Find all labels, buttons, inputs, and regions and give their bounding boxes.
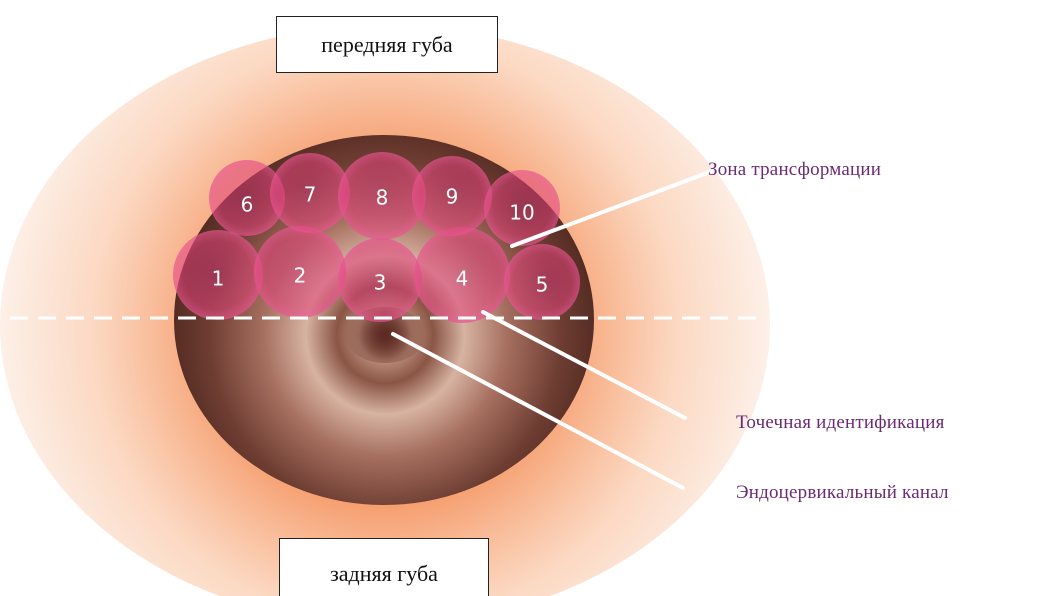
zone-number-3: 3 — [374, 271, 387, 295]
posterior-lip-label: задняя губа — [279, 538, 489, 596]
point-identification-label: Точечная идентификация — [736, 412, 945, 433]
zone-number-9: 9 — [446, 185, 459, 209]
zone-numbers: 1 2 3 4 5 6 7 8 9 10 — [212, 183, 549, 297]
leader-line-point-identification — [481, 310, 687, 420]
zone-circle-2 — [254, 226, 346, 318]
zone-circle-5 — [504, 244, 580, 320]
zone-number-1: 1 — [212, 267, 225, 291]
zone-circle-1 — [173, 230, 263, 320]
zone-number-7: 7 — [304, 183, 317, 207]
anterior-lip-label: передняя губа — [276, 16, 498, 73]
leader-line-endocervical-canal — [391, 332, 685, 490]
zone-number-10: 10 — [509, 201, 534, 225]
zone-circle-8 — [338, 152, 426, 240]
zone-number-4: 4 — [456, 267, 469, 291]
external-os — [345, 307, 425, 363]
zone-circles-top-row — [209, 152, 560, 246]
zone-number-5: 5 — [536, 273, 549, 297]
zone-circle-3 — [338, 238, 422, 322]
zone-circle-10 — [484, 170, 560, 246]
zone-circle-4 — [414, 227, 510, 323]
zone-circle-7 — [270, 153, 350, 233]
zone-number-2: 2 — [294, 264, 307, 288]
zone-number-6: 6 — [241, 193, 254, 217]
zone-circle-6 — [209, 160, 285, 236]
endocervical-canal-label: Эндоцервикальный канал — [736, 482, 949, 503]
leader-line-transformation-zone — [510, 168, 717, 248]
zone-circles-bottom-row — [173, 226, 580, 323]
zone-circle-9 — [412, 156, 492, 236]
transformation-zone-label: Зона трансформации — [708, 159, 882, 180]
zone-number-8: 8 — [376, 186, 389, 210]
